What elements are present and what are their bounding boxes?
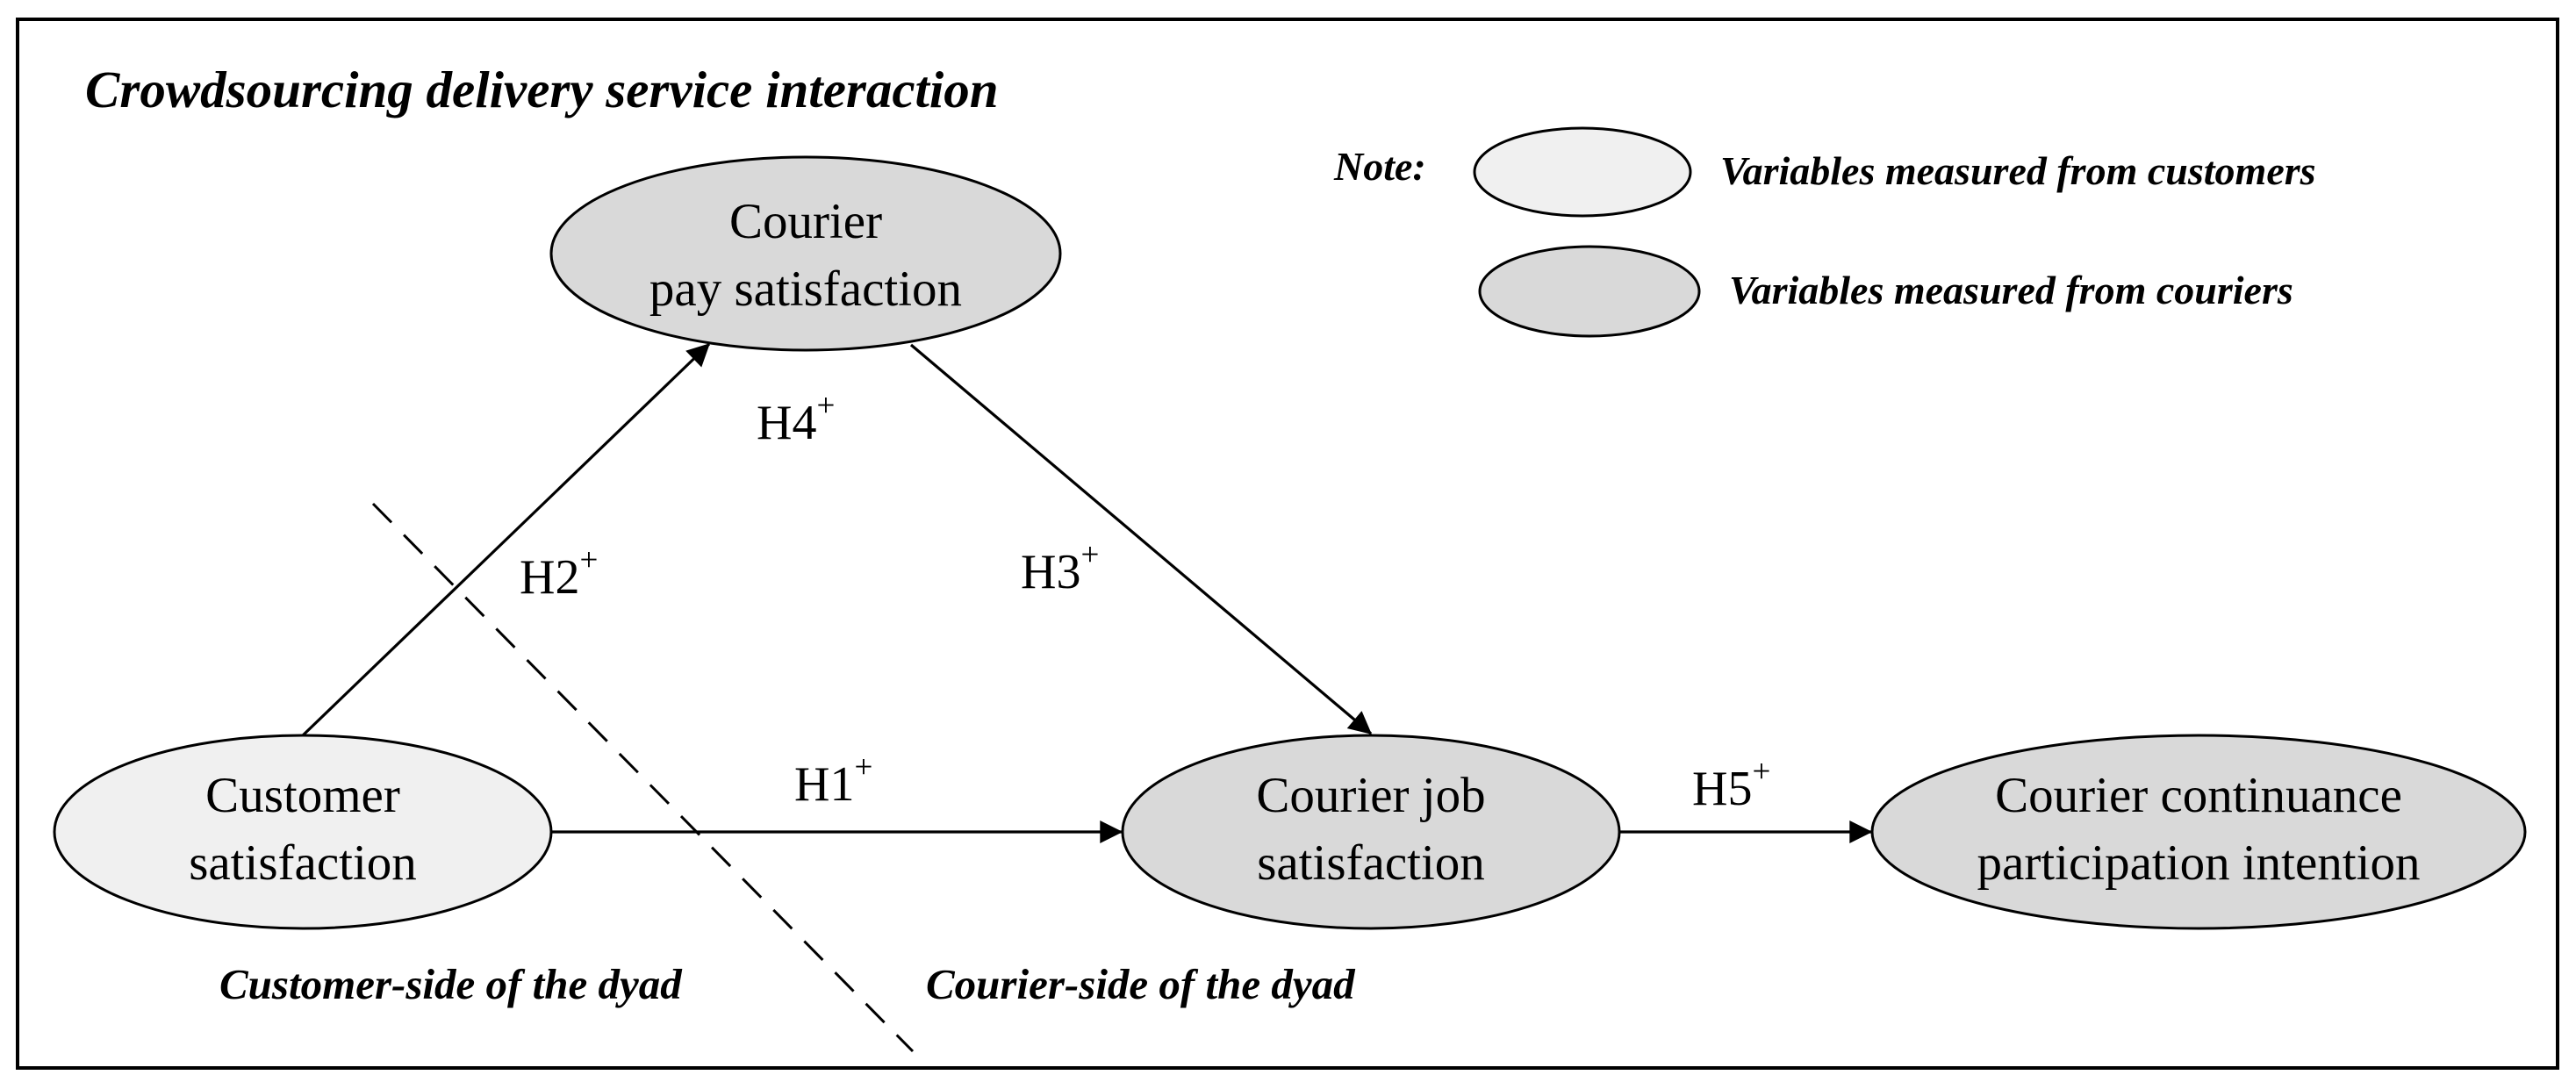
h3-sign: + bbox=[1080, 537, 1099, 573]
courier-job-satisfaction-ellipse bbox=[1121, 734, 1621, 930]
customer-satisfaction-ellipse bbox=[53, 734, 553, 930]
legend-customer-label: Variables measured from customers bbox=[1720, 148, 2316, 193]
h3-arrow bbox=[909, 343, 1373, 735]
courier-continuance-ellipse bbox=[1870, 734, 2527, 930]
node-courier-continuance-participation-intention: Courier continuance participation intent… bbox=[1870, 734, 2527, 930]
h2-name: H2 bbox=[520, 550, 579, 605]
h2-sign: + bbox=[579, 542, 598, 578]
h4-name: H4 bbox=[757, 396, 816, 450]
courier-continuance-line1: Courier continuance bbox=[1995, 768, 2402, 823]
courier-continuance-line2: participation intention bbox=[1977, 835, 2421, 891]
hypothesis-paths bbox=[301, 342, 1873, 843]
node-customer-satisfaction: Customer satisfaction bbox=[53, 734, 553, 930]
h3-label: H3+ bbox=[1021, 537, 1099, 599]
customer-satisfaction-line1: Customer bbox=[205, 768, 400, 823]
courier-job-satisfaction-line1: Courier job bbox=[1256, 768, 1485, 823]
h4-label: H4+ bbox=[757, 388, 835, 450]
courier-pay-satisfaction-ellipse bbox=[549, 155, 1062, 352]
courier-side-label: Courier-side of the dyad bbox=[926, 960, 1356, 1008]
diagram-frame bbox=[16, 18, 2559, 1070]
customer-satisfaction-line2: satisfaction bbox=[189, 835, 417, 891]
legend-courier-label: Variables measured from couriers bbox=[1729, 268, 2293, 312]
legend-customer-swatch bbox=[1473, 126, 1692, 218]
courier-pay-satisfaction-line1: Courier bbox=[729, 194, 882, 249]
legend: Note: Variables measured from customers … bbox=[1333, 126, 2316, 338]
h3-name: H3 bbox=[1021, 545, 1080, 599]
h1-sign: + bbox=[854, 749, 872, 785]
customer-side-label: Customer-side of the dyad bbox=[219, 960, 683, 1008]
courier-pay-satisfaction-line2: pay satisfaction bbox=[649, 262, 962, 317]
h5-label: H5+ bbox=[1692, 754, 1770, 816]
node-courier-pay-satisfaction: Courier pay satisfaction bbox=[549, 155, 1062, 352]
h2-h4-arrow bbox=[301, 342, 711, 737]
h1-name: H1 bbox=[794, 757, 854, 812]
diagram-title: Crowdsourcing delivery service interacti… bbox=[85, 61, 999, 118]
courier-job-satisfaction-line2: satisfaction bbox=[1257, 835, 1485, 891]
legend-courier-swatch bbox=[1478, 245, 1701, 338]
h5-name: H5 bbox=[1692, 762, 1752, 816]
h1-label: H1+ bbox=[794, 749, 872, 812]
h2-label: H2+ bbox=[520, 542, 598, 605]
h5-sign: + bbox=[1752, 754, 1770, 790]
h4-sign: + bbox=[816, 388, 835, 424]
node-courier-job-satisfaction: Courier job satisfaction bbox=[1121, 734, 1621, 930]
legend-note-label: Note: bbox=[1333, 144, 1426, 189]
